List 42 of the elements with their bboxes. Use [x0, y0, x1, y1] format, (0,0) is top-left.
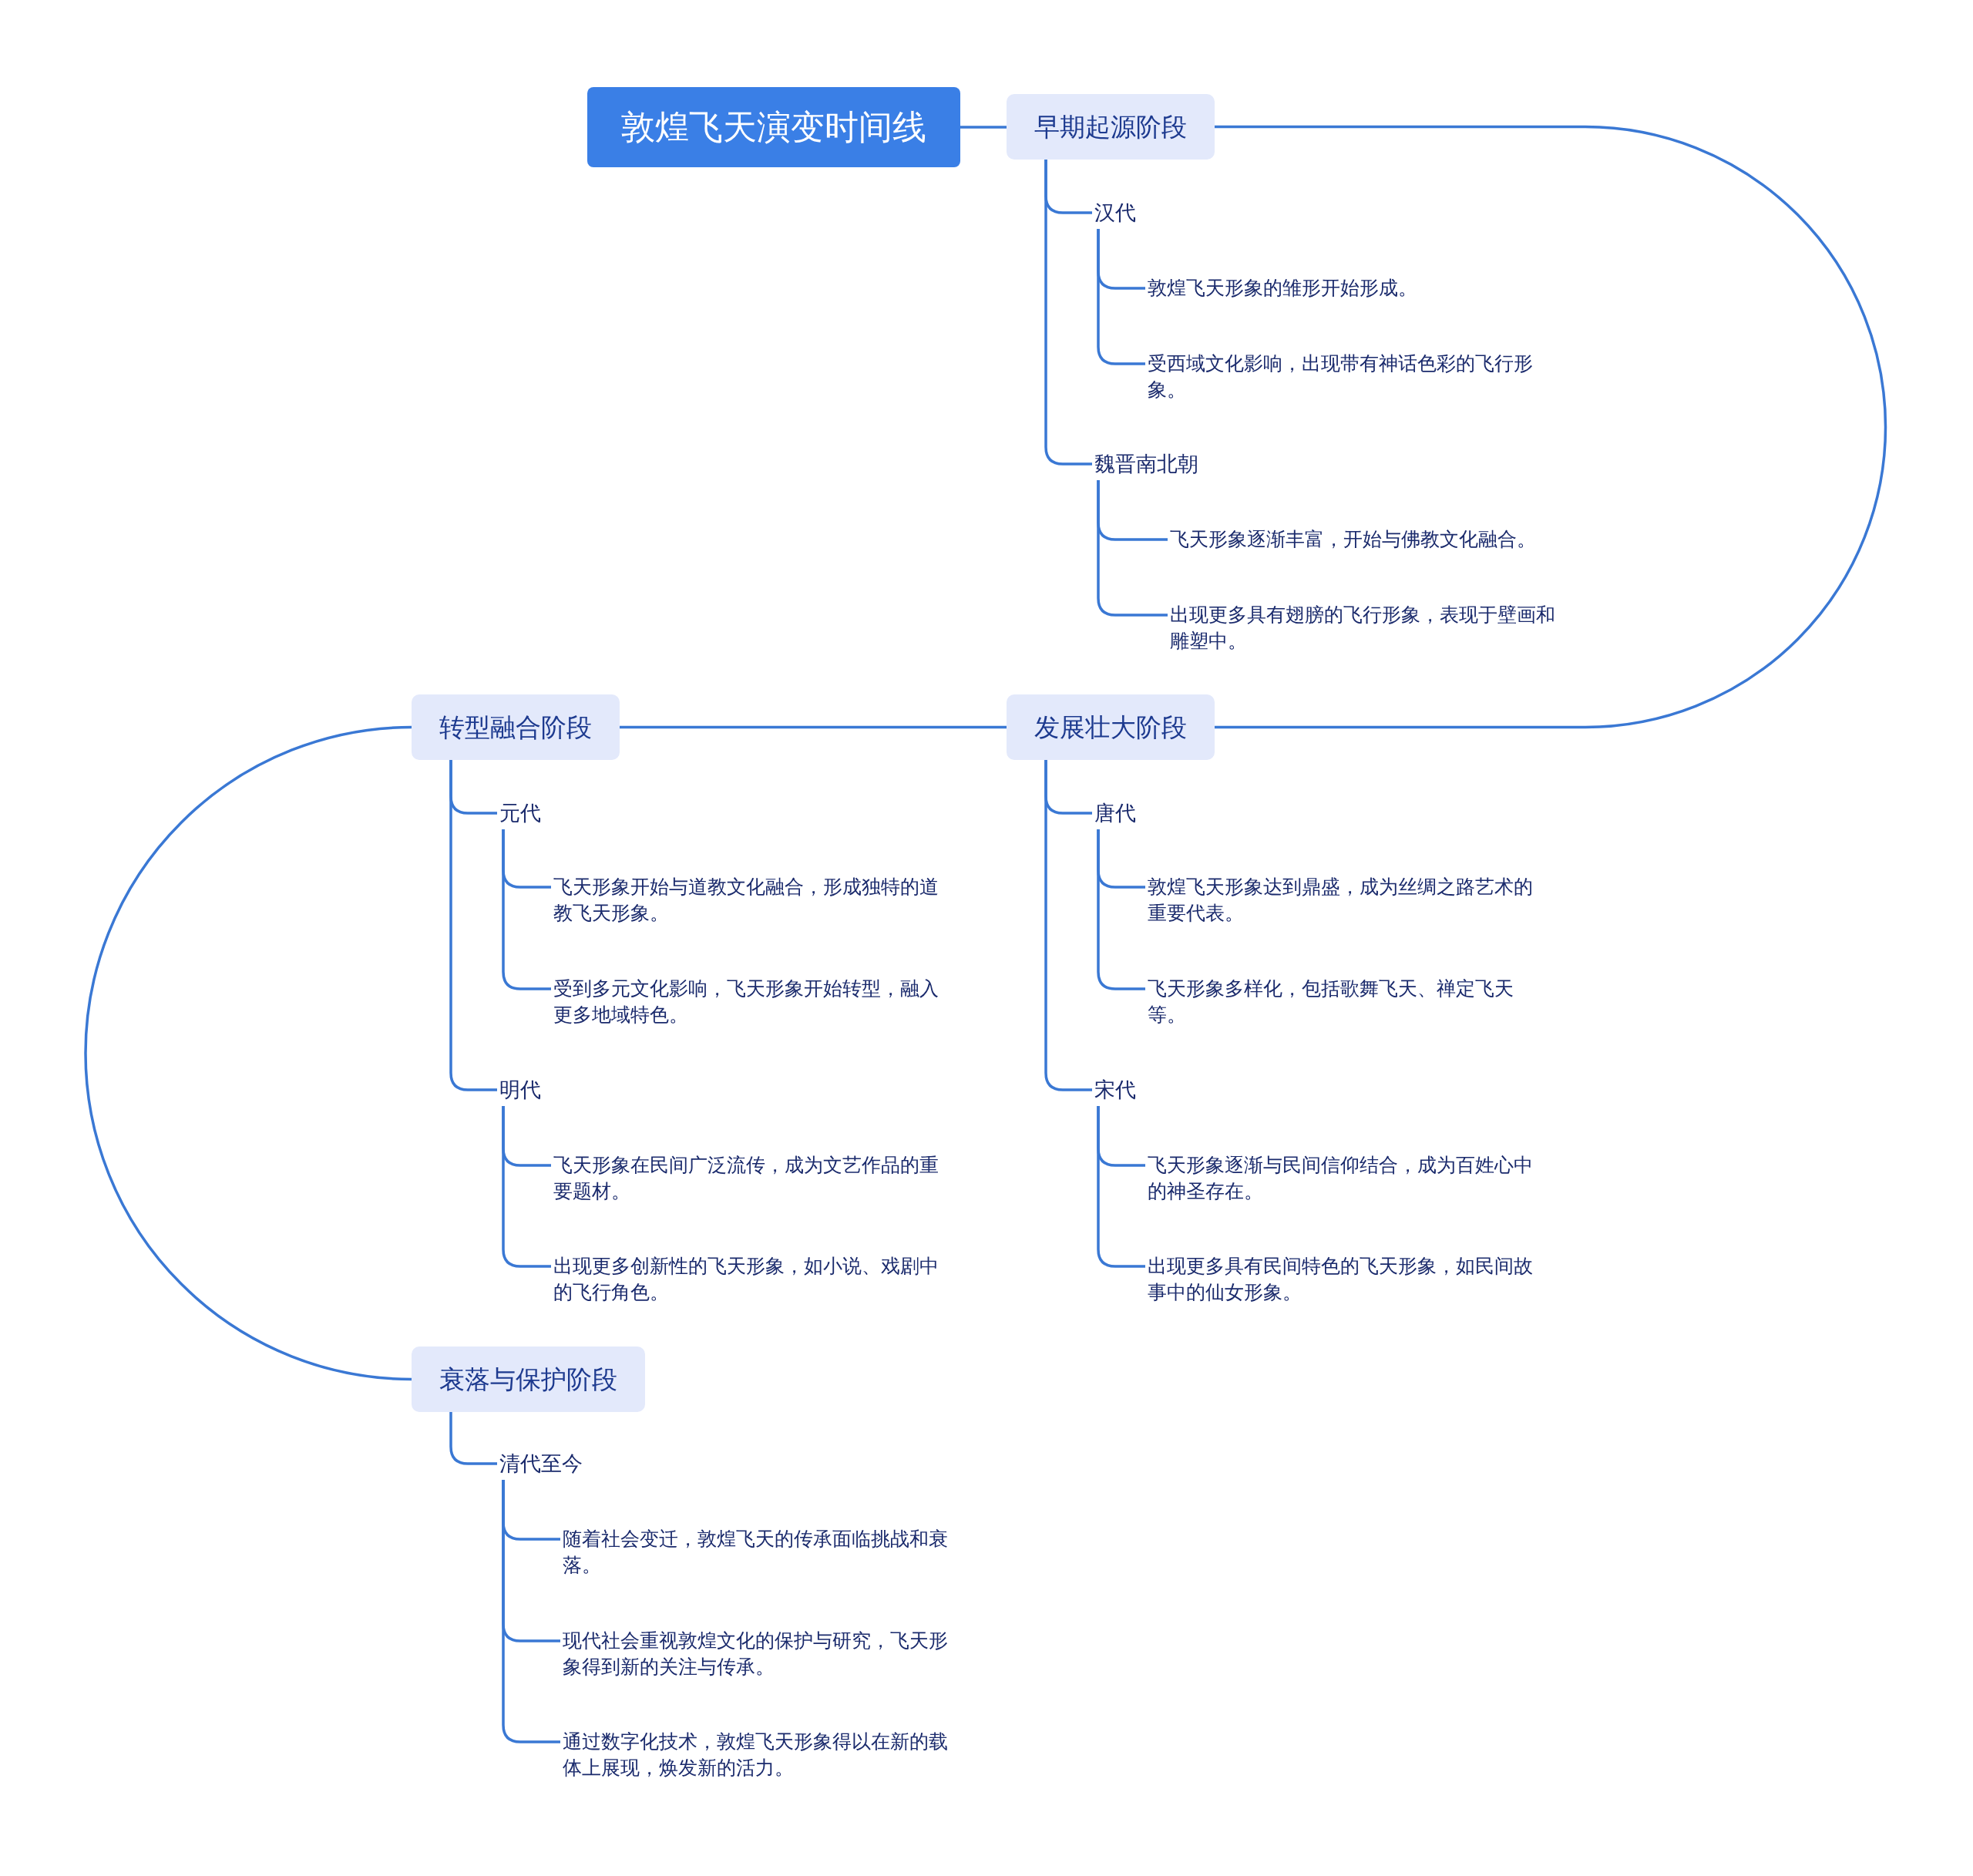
connector-line [1044, 760, 1092, 1091]
connector-line [449, 1412, 497, 1465]
connector-line [1215, 125, 1887, 729]
stage-box: 转型融合阶段 [412, 694, 620, 760]
note-text: 飞天形象逐渐与民间信仰结合，成为百姓心中的神圣存在。 [1148, 1152, 1548, 1205]
stage-box: 衰落与保护阶段 [412, 1346, 645, 1412]
note-text: 现代社会重视敦煌文化的保护与研究，飞天形象得到新的关注与传承。 [563, 1628, 963, 1680]
connector-line [449, 760, 497, 1091]
period-label: 宋代 [1094, 1077, 1136, 1103]
connector-line [502, 829, 551, 990]
note-text: 受西域文化影响，出现带有神话色彩的飞行形象。 [1148, 351, 1548, 403]
connector-line [1097, 229, 1145, 365]
note-text: 飞天形象在民间广泛流传，成为文艺作品的重要题材。 [553, 1152, 954, 1205]
note-text: 出现更多具有民间特色的飞天形象，如民间故事中的仙女形象。 [1148, 1253, 1548, 1306]
note-text: 飞天形象开始与道教文化融合，形成独特的道教飞天形象。 [553, 874, 954, 926]
connector-line [620, 725, 1007, 729]
note-text: 通过数字化技术，敦煌飞天形象得以在新的载体上展现，焕发新的活力。 [563, 1729, 963, 1781]
connector-line [1097, 829, 1145, 990]
period-label: 清代至今 [499, 1451, 583, 1477]
connector-line [1097, 1106, 1145, 1268]
period-label: 唐代 [1094, 800, 1136, 826]
connector-line [1044, 160, 1092, 466]
note-text: 飞天形象逐渐丰富，开始与佛教文化融合。 [1170, 526, 1571, 553]
period-label: 魏晋南北朝 [1094, 451, 1198, 477]
note-text: 敦煌飞天形象达到鼎盛，成为丝绸之路艺术的重要代表。 [1148, 874, 1548, 926]
connector-line [1097, 480, 1168, 617]
connector-line [502, 1106, 551, 1268]
note-text: 随着社会变迁，敦煌飞天的传承面临挑战和衰落。 [563, 1526, 963, 1578]
connector-line [85, 725, 412, 1381]
note-text: 飞天形象多样化，包括歌舞飞天、禅定飞天等。 [1148, 976, 1548, 1028]
period-label: 明代 [499, 1077, 541, 1103]
note-text: 敦煌飞天形象的雏形开始形成。 [1148, 275, 1548, 301]
connector-line [960, 126, 1007, 129]
stage-box: 早期起源阶段 [1007, 94, 1215, 160]
note-text: 出现更多具有翅膀的飞行形象，表现于壁画和雕塑中。 [1170, 602, 1571, 654]
stage-box: 发展壮大阶段 [1007, 694, 1215, 760]
period-label: 汉代 [1094, 200, 1136, 226]
period-label: 元代 [499, 800, 541, 826]
connector-line [502, 1480, 560, 1743]
note-text: 受到多元文化影响，飞天形象开始转型，融入更多地域特色。 [553, 976, 954, 1028]
root-topic-box: 敦煌飞天演变时间线 [587, 87, 960, 167]
note-text: 出现更多创新性的飞天形象，如小说、戏剧中的飞行角色。 [553, 1253, 954, 1306]
